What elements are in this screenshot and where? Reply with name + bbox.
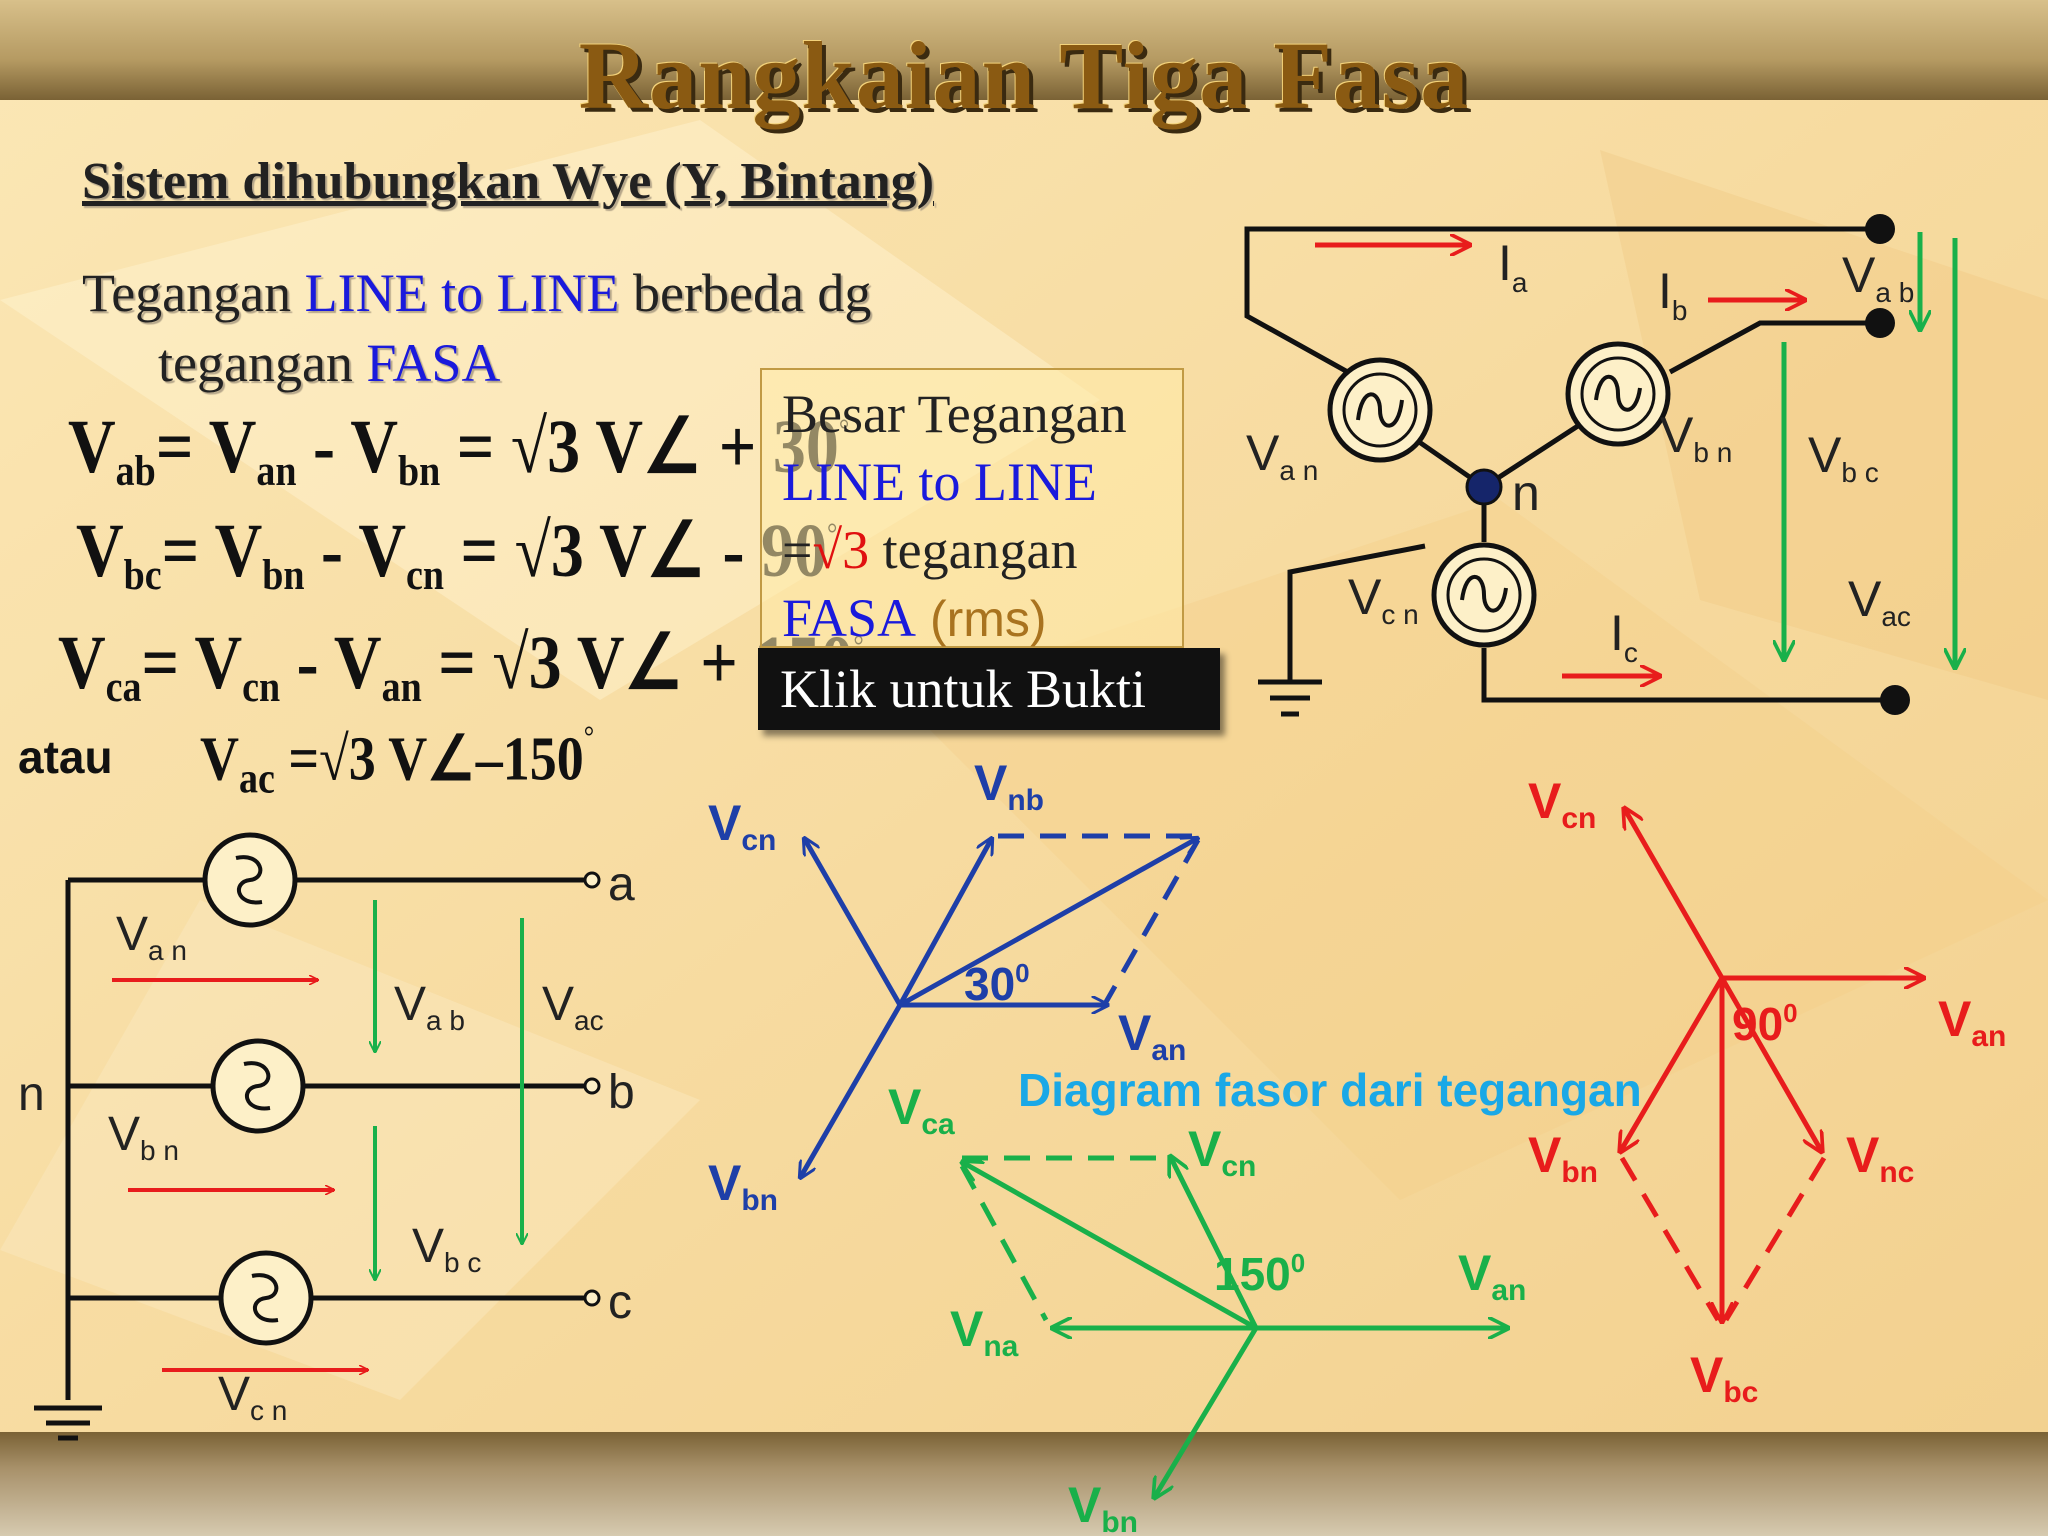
label-n: n (1512, 465, 1540, 521)
phasor-blue-vab (898, 838, 1198, 1008)
label-vac: Vac (1848, 571, 1911, 632)
intro-text-3: tegangan (158, 333, 367, 393)
label-ic: Ic (1610, 605, 1638, 668)
atau-label: atau (18, 731, 113, 783)
info-line-1: Besar Tegangan (782, 384, 1127, 444)
top-current-arrows (1315, 245, 1805, 676)
left-label-van: Va n (116, 908, 187, 966)
terminal-b-dot (1865, 308, 1895, 338)
left-voltage-arrows (375, 900, 522, 1280)
red-angle-label: 900 (1732, 998, 1798, 1050)
terminal-c-dot (1880, 685, 1910, 715)
intro-highlight-fasa: FASA (366, 333, 501, 393)
green-label-vna: Vna (950, 1301, 1019, 1363)
phasor-blue-vcn (804, 838, 903, 1007)
intro-text-1: Tegangan (82, 263, 305, 323)
left-label-vbc: Vb c (412, 1220, 481, 1278)
green-label-vca: Vca (888, 1079, 955, 1141)
info-box: Besar Tegangan LINE to LINE =√3 tegangan… (760, 368, 1184, 648)
blue-label-van: Van (1118, 1005, 1186, 1067)
left-label-a: a (608, 858, 635, 911)
left-label-vac: Vac (542, 978, 604, 1036)
left-circuit (34, 832, 601, 1441)
label-vab: Va b (1842, 247, 1914, 308)
phasor-blue-vnb (897, 838, 992, 1007)
phasor-green-vbn (1154, 1326, 1259, 1498)
red-label-vbc: Vbc (1690, 1347, 1758, 1409)
phasor-red-vbn (1620, 976, 1725, 1152)
top-right-circuit (1244, 226, 1895, 717)
left-label-b: b (608, 1066, 635, 1119)
green-angle-label: 1500 (1214, 1248, 1305, 1300)
left-current-arrows (112, 980, 368, 1370)
intro-text-2: berbeda dg (619, 263, 872, 323)
diagram-caption: Diagram fasor dari tegangan (1018, 1064, 1642, 1116)
label-vbn: Vb n (1660, 407, 1732, 468)
wire-a (1244, 226, 1880, 393)
info-line-2: LINE to LINE (782, 452, 1097, 512)
slide-subtitle: Sistem dihubungkan Wye (Y, Bintang) (82, 153, 935, 210)
left-label-vab: Va b (394, 978, 465, 1036)
neutral-node (1465, 468, 1503, 506)
phasor-diagram-green (962, 1156, 1508, 1498)
label-vbc: Vb c (1808, 427, 1879, 488)
info-line-3: =√3 tegangan (782, 520, 1078, 580)
left-label-vcn: Vc n (218, 1368, 287, 1426)
left-label-c: c (608, 1276, 632, 1329)
red-label-van: Van (1938, 991, 2006, 1053)
info-line-4: FASA (rms) (782, 588, 1047, 648)
wire-ground (1287, 543, 1426, 680)
label-van: Va n (1246, 425, 1318, 486)
phasor-blue-vbn (800, 1003, 903, 1178)
phasor-red-labels: Vcn Van Vbn Vnc Vbc 900 (1528, 773, 2006, 1409)
label-vcn: Vc n (1348, 569, 1419, 630)
wire-vbn-n (1482, 419, 1586, 490)
green-label-vbn: Vbn (1068, 1477, 1138, 1536)
blue-angle-label: 300 (964, 958, 1030, 1010)
equation-vac: Vac =√3 V∠–150° (200, 720, 595, 803)
label-ib: Ib (1658, 263, 1687, 326)
blue-label-vcn: Vcn (708, 795, 776, 857)
top-circuit-labels: Ia Ib Ic Va b Vb c Vac Va n Vb n Vc n n (1246, 235, 1914, 668)
slide-title: Rangkaian Tiga Fasa (578, 22, 1470, 129)
left-label-n: n (18, 1068, 45, 1121)
green-label-vcn: Vcn (1188, 1121, 1256, 1183)
left-circuit-labels: a b c n Va n Vb n Vc n Va b Vac Vb c (18, 858, 635, 1426)
top-voltage-arrows (1784, 232, 1955, 668)
phasor-green-labels: Vca Vcn Vna Van Vbn 1500 (888, 1079, 1526, 1536)
blue-label-vbn: Vbn (708, 1155, 778, 1217)
wire-c (1481, 648, 1895, 703)
phasor-diagram-blue (800, 833, 1198, 1178)
phasor-red-vnc (1719, 976, 1822, 1152)
intro-line-1: Tegangan LINE to LINE berbeda dg (82, 262, 871, 324)
blue-label-vnb: Vnb (974, 755, 1044, 817)
intro-line-2: tegangan FASA (158, 332, 500, 394)
left-label-vbn: Vb n (108, 1108, 179, 1166)
phasor-blue-labels: Vcn Vnb Van Vbn 300 (708, 755, 1186, 1217)
wire-b (1668, 320, 1880, 375)
phasor-red-vcn (1624, 808, 1725, 980)
red-label-vbn: Vbn (1528, 1127, 1598, 1189)
klik-untuk-bukti-button[interactable]: Klik untuk Bukti (758, 648, 1220, 730)
red-label-vcn: Vcn (1528, 773, 1596, 835)
red-label-vnc: Vnc (1846, 1127, 1914, 1189)
intro-highlight-line-to-line: LINE to LINE (304, 263, 620, 323)
phasor-diagram-red (1620, 808, 1924, 1322)
terminal-a-dot (1865, 214, 1895, 244)
label-ia: Ia (1498, 235, 1528, 298)
green-label-van: Van (1458, 1245, 1526, 1307)
phasor-green-vca (962, 1162, 1258, 1331)
phasor-green-vcn (1170, 1156, 1259, 1330)
